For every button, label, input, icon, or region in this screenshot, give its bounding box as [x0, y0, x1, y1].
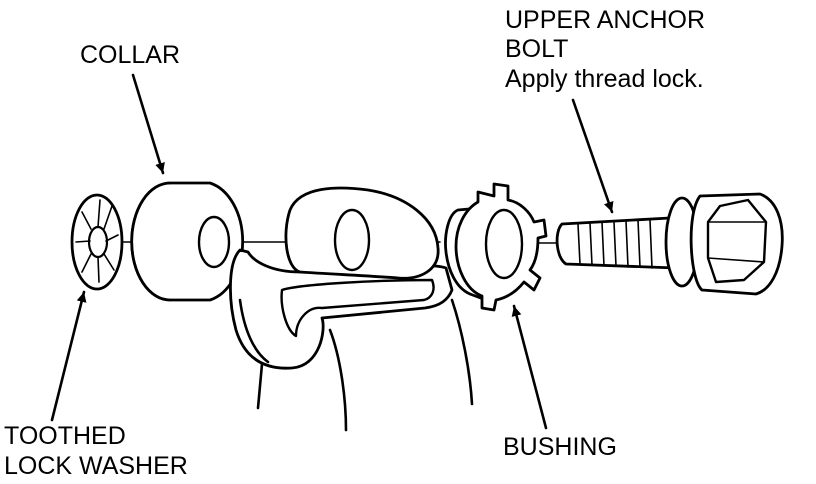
upper-anchor-bolt	[555, 192, 784, 296]
bushing	[444, 182, 548, 312]
bushing-label: BUSHING	[503, 433, 617, 461]
bolt-leader-arrow	[571, 98, 614, 214]
upper-anchor-bolt-label-line1: UPPER ANCHOR	[505, 6, 705, 34]
toothed-lock-washer-label-line2: LOCK WASHER	[4, 452, 188, 480]
collar	[130, 181, 245, 302]
collar-label: COLLAR	[80, 41, 180, 69]
upper-anchor-bolt-label-line2: BOLT	[505, 35, 568, 63]
collar-leader-arrow	[131, 73, 165, 175]
toothed-lock-washer-label-line1: TOOTHED	[4, 422, 126, 450]
washer-leader-arrow	[50, 290, 87, 422]
upper-anchor-bolt-note: Apply thread lock.	[505, 65, 704, 93]
anchor-bracket	[229, 186, 474, 432]
bushing-leader-arrow	[511, 304, 548, 430]
toothed-lock-washer	[70, 193, 124, 291]
